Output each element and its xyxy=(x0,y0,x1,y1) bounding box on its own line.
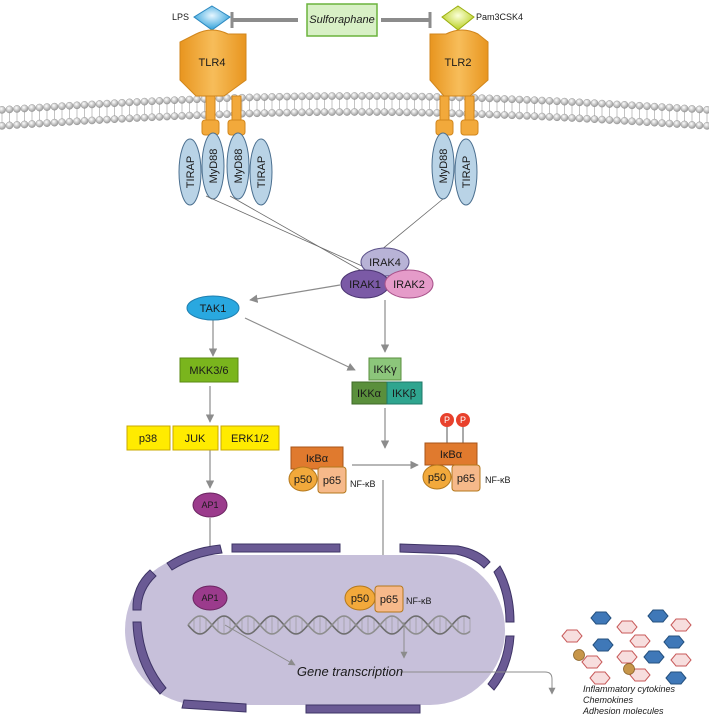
svg-text:TIRAP: TIRAP xyxy=(185,156,197,188)
svg-text:ERK1/2: ERK1/2 xyxy=(231,433,269,445)
mapk-group: p38 JUK ERK1/2 xyxy=(126,425,280,451)
ap1-cytoplasm: AP1 xyxy=(192,492,228,518)
svg-text:IKKβ: IKKβ xyxy=(392,388,416,400)
juk xyxy=(172,425,219,451)
svg-text:AP1: AP1 xyxy=(201,500,218,510)
p65 xyxy=(374,585,404,613)
svg-text:p65: p65 xyxy=(457,473,475,485)
p65 xyxy=(317,466,347,494)
svg-text:IκBα: IκBα xyxy=(306,453,329,465)
dna-helix xyxy=(187,615,471,635)
ap1-nuclear: AP1 xyxy=(192,585,228,611)
svg-text:IKKα: IKKα xyxy=(357,388,382,400)
ikk-complex: IKKγ IKKα IKKβ xyxy=(351,357,423,405)
svg-text:p50: p50 xyxy=(351,593,369,605)
svg-text:TAK1: TAK1 xyxy=(200,303,227,315)
p50 xyxy=(288,466,318,492)
arrow-tak1-to-ikk xyxy=(244,317,356,371)
svg-text:IκBα: IκBα xyxy=(440,449,463,461)
transcription-arrows xyxy=(224,622,556,695)
phospho-group xyxy=(440,413,454,427)
svg-text:p50: p50 xyxy=(428,472,446,484)
tirap-adaptor xyxy=(454,138,478,206)
ikk-gamma xyxy=(368,357,402,381)
irak-complex: IRAK4 IRAK1 IRAK2 xyxy=(340,247,434,299)
myd88-adaptor xyxy=(226,132,250,200)
tlr4-label: TLR4 xyxy=(199,57,226,69)
svg-text:p65: p65 xyxy=(380,594,398,606)
ikba xyxy=(290,446,344,470)
phospho-group xyxy=(456,413,470,427)
p50 xyxy=(422,464,452,490)
nfkb-inactive: IκBα p50 p65 NF-κB xyxy=(288,446,376,494)
lps-ligand: LPS xyxy=(172,5,231,31)
svg-text:TIRAP: TIRAP xyxy=(256,156,268,188)
tlr4-adaptors: TIRAP MyD88 MyD88 TIRAP xyxy=(178,132,273,206)
sulforaphane-inhibition: Sulforaphane xyxy=(230,3,432,37)
tak1: TAK1 xyxy=(186,295,240,321)
pam3csk4-ligand: Pam3CSK4 xyxy=(441,5,523,31)
tlr2-receptor: TLR2 xyxy=(429,29,489,136)
irak2 xyxy=(384,269,434,299)
svg-text:NF-κB: NF-κB xyxy=(350,479,376,489)
svg-text:MyD88: MyD88 xyxy=(208,149,220,184)
svg-text:NF-κB: NF-κB xyxy=(406,596,432,606)
svg-text:IRAK4: IRAK4 xyxy=(369,257,401,269)
svg-text:MyD88: MyD88 xyxy=(233,149,245,184)
tlr4-receptor: TLR4 xyxy=(179,29,247,136)
svg-text:p50: p50 xyxy=(294,474,312,486)
svg-text:p65: p65 xyxy=(323,475,341,487)
svg-text:P: P xyxy=(460,415,466,425)
nfkb-nuclear: p50 p65 NF-κB xyxy=(344,585,432,613)
tirap-adaptor xyxy=(249,138,273,206)
lps-label: LPS xyxy=(172,12,189,22)
svg-text:IRAK1: IRAK1 xyxy=(349,279,381,291)
tirap-adaptor xyxy=(178,138,202,206)
svg-text:MyD88: MyD88 xyxy=(438,149,450,184)
ikk-beta xyxy=(386,381,423,405)
gene-transcription-label: Gene transcription xyxy=(297,664,403,679)
tlr2-label: TLR2 xyxy=(445,57,472,69)
nfkb-phosphorylated: P P IκBα p50 p65 NF-κB xyxy=(422,413,511,492)
svg-text:AP1: AP1 xyxy=(201,593,218,603)
svg-text:IRAK2: IRAK2 xyxy=(393,279,425,291)
pam3csk4-label: Pam3CSK4 xyxy=(476,12,523,22)
svg-text:P: P xyxy=(444,415,450,425)
output-labels: Inflammatory cytokines Chemokines Adhesi… xyxy=(582,684,676,716)
svg-text:IKKγ: IKKγ xyxy=(373,364,397,376)
secreted-molecules xyxy=(561,609,692,685)
cell-membrane xyxy=(0,92,709,130)
svg-text:MKK3/6: MKK3/6 xyxy=(189,365,228,377)
svg-text:JUK: JUK xyxy=(185,433,206,445)
sulforaphane-box xyxy=(306,3,378,37)
svg-text:TIRAP: TIRAP xyxy=(461,156,473,188)
sulforaphane-label: Sulforaphane xyxy=(309,14,374,26)
tlr2-adaptors: MyD88 TIRAP xyxy=(431,132,478,206)
erk1-2 xyxy=(220,425,280,451)
p65 xyxy=(451,464,481,492)
nuclear-envelope xyxy=(132,543,515,714)
output-chemokines: Chemokines xyxy=(583,695,634,705)
arrow-irak-to-tak1 xyxy=(249,284,341,303)
p38 xyxy=(126,425,171,451)
ikba xyxy=(424,442,478,466)
output-adhesion-molecules: Adhesion molecules xyxy=(582,706,664,716)
mkk3-6: MKK3/6 xyxy=(179,357,239,383)
adaptor-connectors xyxy=(205,195,444,271)
output-inflammatory-cytokines: Inflammatory cytokines xyxy=(583,684,676,694)
svg-text:NF-κB: NF-κB xyxy=(485,475,511,485)
svg-text:p38: p38 xyxy=(139,433,157,445)
